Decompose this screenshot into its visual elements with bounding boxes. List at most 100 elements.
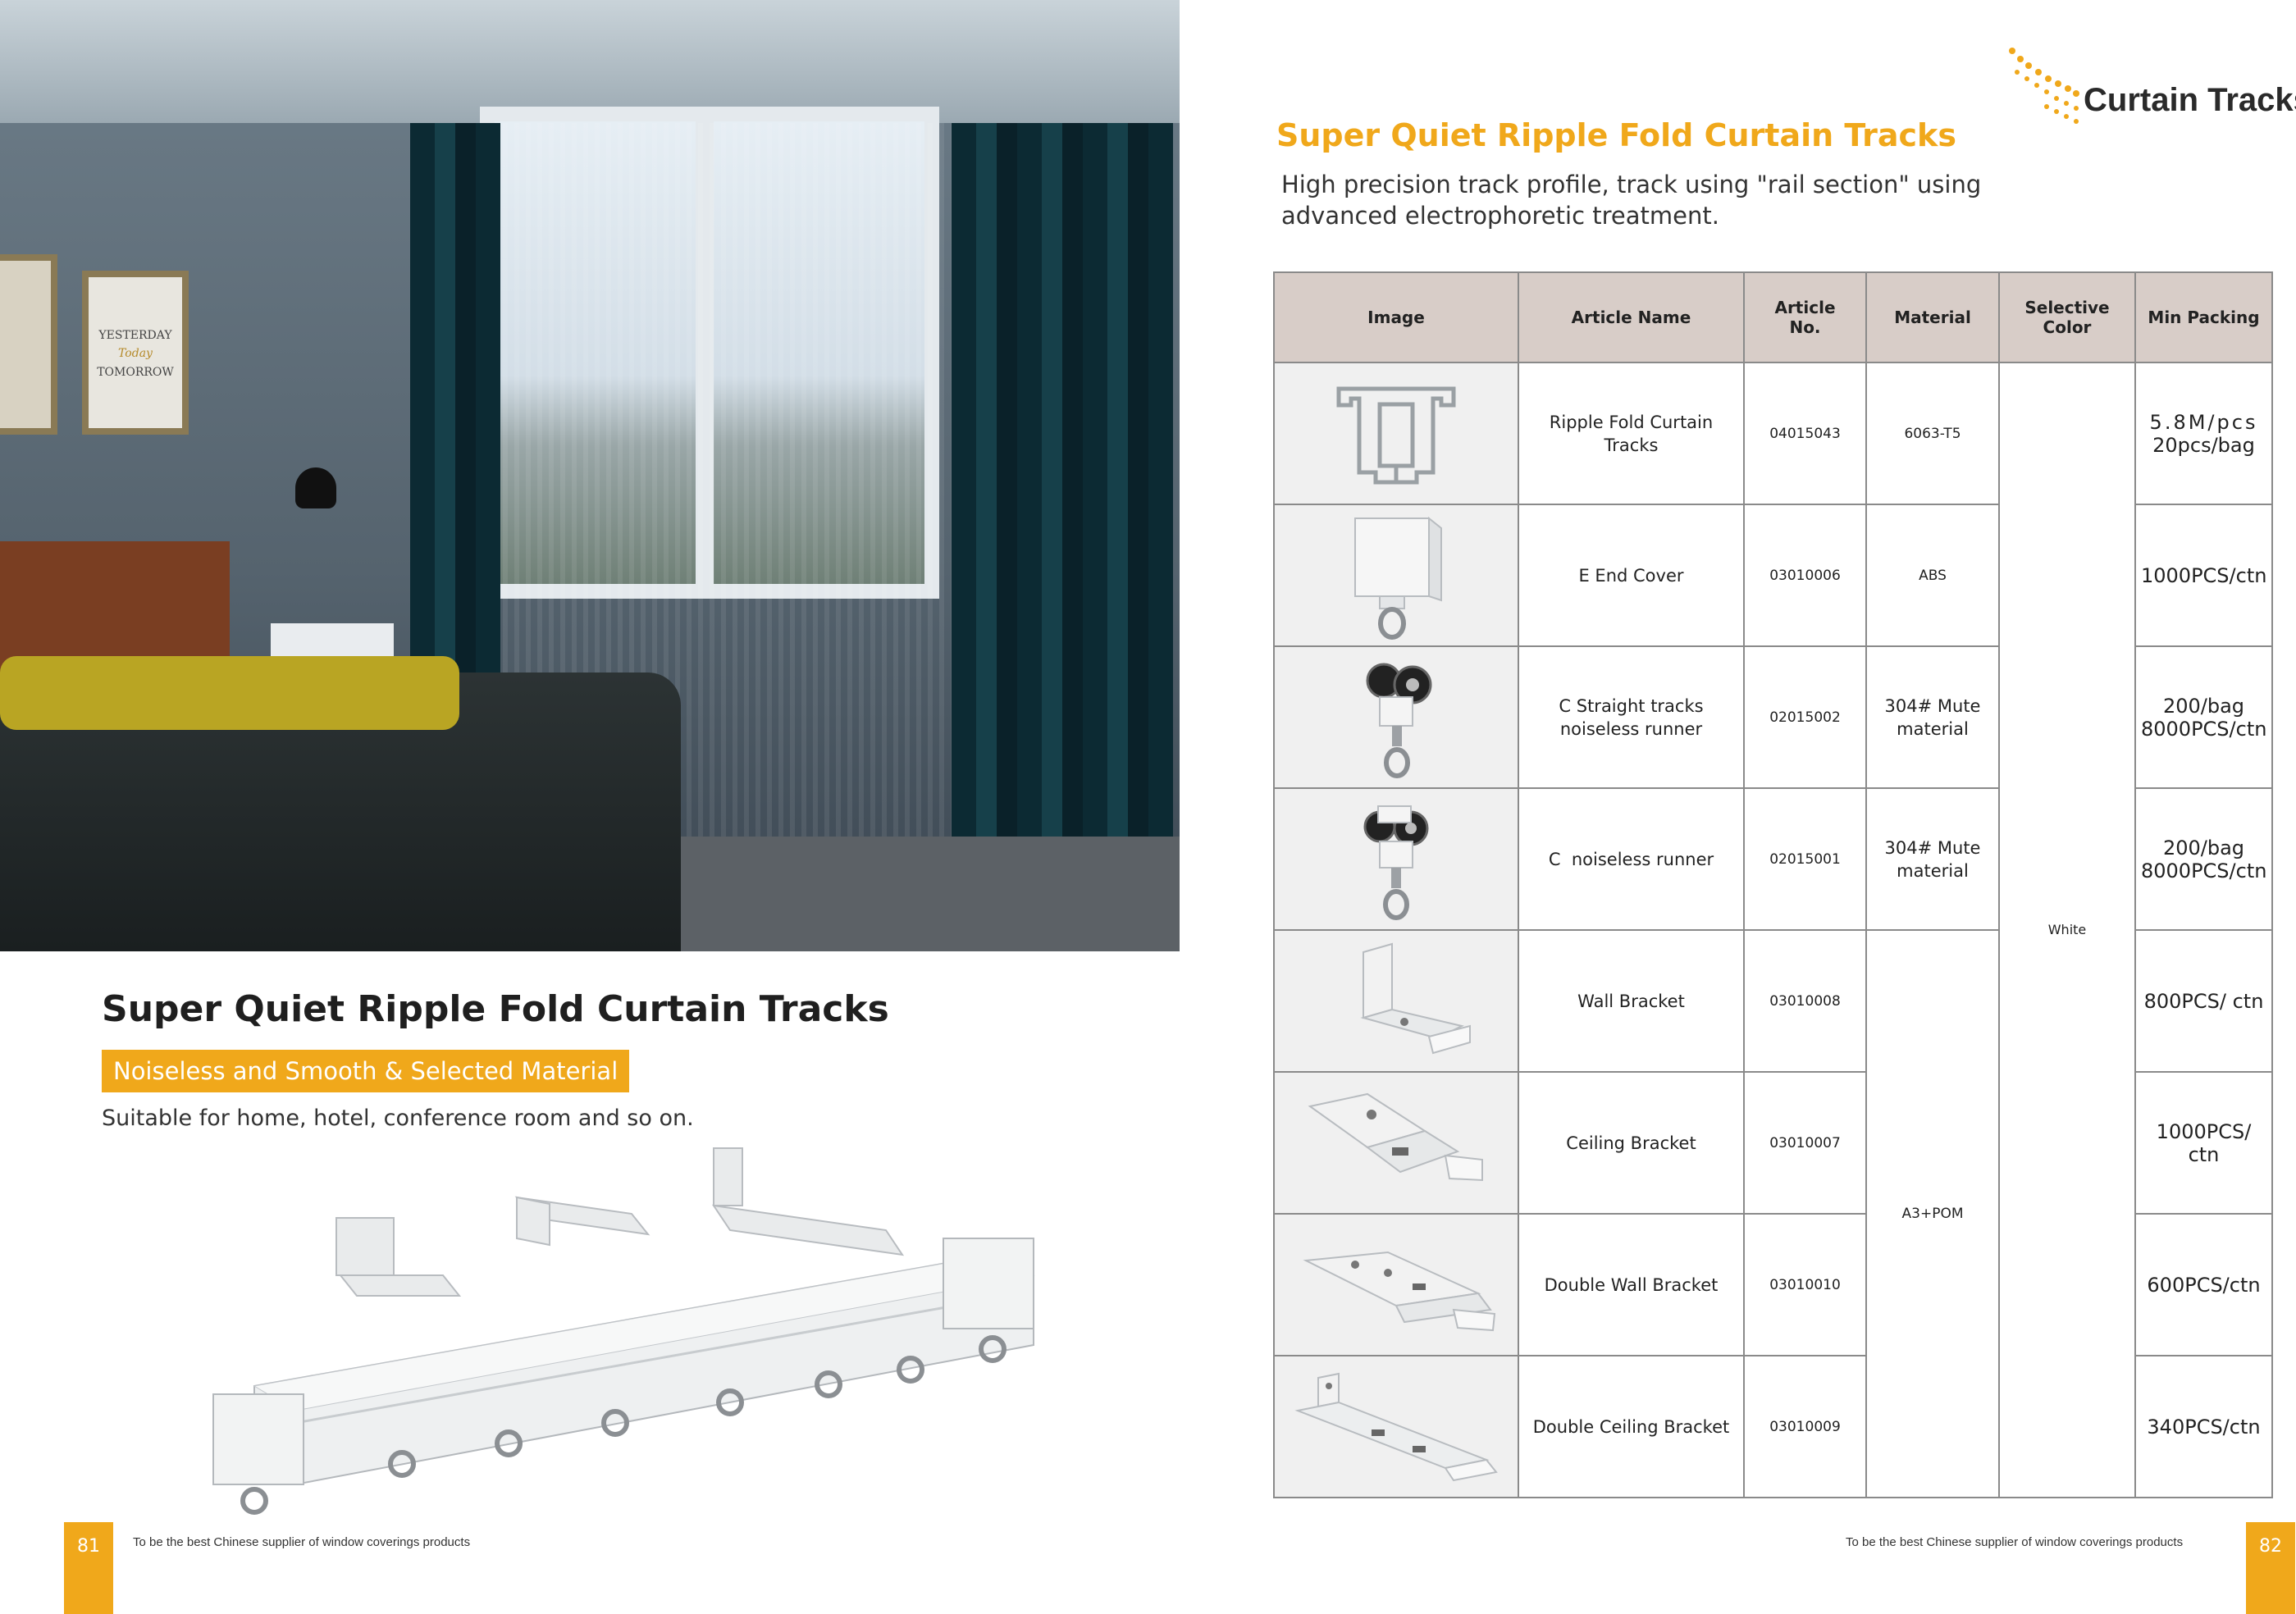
frame-text-line-2: Today [118, 347, 153, 361]
name-line-1: C Straight tracks [1559, 695, 1704, 716]
footer-right: To be the best Chinese supplier of windo… [1846, 1535, 2184, 1549]
row-article-name: E End Cover [1518, 504, 1745, 647]
row-image-cell [1273, 929, 1519, 1073]
material-line-1: 304# Mute [1884, 695, 1981, 716]
curtain-tracks-logo-icon [2009, 48, 2079, 124]
photo-frame-text: YESTERDAY Today TOMORROW [82, 271, 189, 435]
row-image-cell [1273, 362, 1519, 505]
header-image: Image [1273, 271, 1519, 363]
photo-frame-pineapple [0, 254, 57, 435]
row-image-cell [1273, 787, 1519, 931]
row-article-no: 03010010 [1743, 1213, 1867, 1356]
photo-nightstand [271, 623, 394, 656]
row-article-name: C noiseless runner [1518, 787, 1745, 931]
pack-line-2: 20pcs/bag [2152, 433, 2255, 457]
frame-text: YESTERDAY Today TOMORROW [89, 326, 182, 381]
row-image-cell [1273, 1213, 1519, 1356]
track-system-illustration [212, 1147, 1035, 1515]
material-line-1: 304# Mute [1884, 837, 1981, 858]
row-article-name: Wall Bracket [1518, 929, 1745, 1073]
photo-ceiling [0, 0, 1180, 123]
wall-bracket-icon [1360, 942, 1471, 1054]
track-profile-icon [1336, 386, 1456, 484]
row-packing: 1000PCS/ ctn [2134, 1071, 2273, 1215]
left-page-title: Super Quiet Ripple Fold Curtain Tracks [102, 988, 889, 1030]
row-article-no: 03010009 [1743, 1355, 1867, 1498]
header-packing: Min Packing [2134, 271, 2273, 363]
row-image-cell [1273, 1355, 1519, 1498]
double-wall-bracket-icon [1303, 1251, 1496, 1331]
runner-icon [1363, 805, 1429, 920]
row-material: ABS [1865, 504, 2000, 647]
row-material: 6063-T5 [1865, 362, 2000, 505]
ceiling-bracket-icon [1308, 1092, 1483, 1181]
row-packing: 1000PCS/ctn [2134, 504, 2273, 647]
photo-curtain-right [952, 123, 1173, 951]
table-row: Double Ceiling Bracket 03010009 340PCS/c… [1273, 1355, 2273, 1498]
row-article-name: Double Wall Bracket [1518, 1213, 1745, 1356]
table-row: Ceiling Bracket 03010007 1000PCS/ ctn [1273, 1071, 2273, 1215]
row-packing: 800PCS/ ctn [2134, 929, 2273, 1073]
photo-window [480, 107, 939, 599]
row-article-no: 02015001 [1743, 787, 1867, 931]
table-row: Wall Bracket 03010008 A3+POM 800PCS/ ctn [1273, 929, 2273, 1498]
double-ceiling-bracket-icon [1294, 1372, 1498, 1481]
row-article-name: Double Ceiling Bracket [1518, 1355, 1745, 1498]
row-color-shared: White [1998, 362, 2136, 1498]
header-material: Material [1865, 271, 2000, 363]
material-line-2: material [1897, 860, 1969, 881]
right-page-description: High precision track profile, track usin… [1281, 171, 1982, 230]
frame-text-line-3: TOMORROW [97, 365, 174, 379]
footer-left: To be the best Chinese supplier of windo… [133, 1535, 471, 1549]
window-mullion [696, 121, 714, 584]
row-image-cell [1273, 645, 1519, 789]
logo-text: Curtain Tracks [2084, 82, 2296, 118]
name-line-1: Ripple Fold Curtain [1549, 412, 1714, 432]
page-number-right: 82 [2246, 1522, 2295, 1614]
name-line-2: noiseless runner [1559, 718, 1703, 739]
row-packing: 340PCS/ctn [2134, 1355, 2273, 1498]
end-cover-icon [1354, 516, 1442, 640]
name-line-2: Tracks [1604, 435, 1659, 455]
photo-lamp [295, 467, 336, 508]
row-article-no: 03010006 [1743, 504, 1867, 647]
pack-line-1: 200/bag [2162, 836, 2245, 859]
header-article-no-line1: Article [1774, 298, 1836, 317]
row-article-no: 03010007 [1743, 1071, 1867, 1215]
bedroom-photo: YESTERDAY Today TOMORROW [0, 0, 1180, 951]
row-article-no: 02015002 [1743, 645, 1867, 789]
row-packing: 600PCS/ctn [2134, 1213, 2273, 1356]
runner-icon [1366, 663, 1432, 778]
header-article-name: Article Name [1518, 271, 1745, 363]
row-article-no: 04015043 [1743, 362, 1867, 505]
pack-line-2: 8000PCS/ctn [2141, 717, 2267, 741]
header-color-line2: Color [2043, 317, 2092, 337]
page-number-left: 81 [64, 1522, 113, 1614]
photo-bed-throw [0, 656, 459, 730]
left-page-badge: Noiseless and Smooth & Selected Material [102, 1050, 630, 1092]
material-line-2: material [1897, 718, 1969, 739]
pack-line-1: 5.8M/pcs [2149, 410, 2258, 434]
header-article-no-line2: No. [1789, 317, 1821, 337]
pack-line-2: 8000PCS/ctn [2141, 859, 2267, 882]
frame-text-line-1: YESTERDAY [98, 329, 172, 342]
row-image-cell [1273, 504, 1519, 647]
table-row: E End Cover 03010006 ABS 1000PCS/ctn [1273, 504, 2273, 647]
left-page-description: Suitable for home, hotel, conference roo… [102, 1106, 694, 1131]
table-row: Double Wall Bracket 03010010 600PCS/ctn [1273, 1213, 2273, 1356]
row-article-no: 03010008 [1743, 929, 1867, 1073]
